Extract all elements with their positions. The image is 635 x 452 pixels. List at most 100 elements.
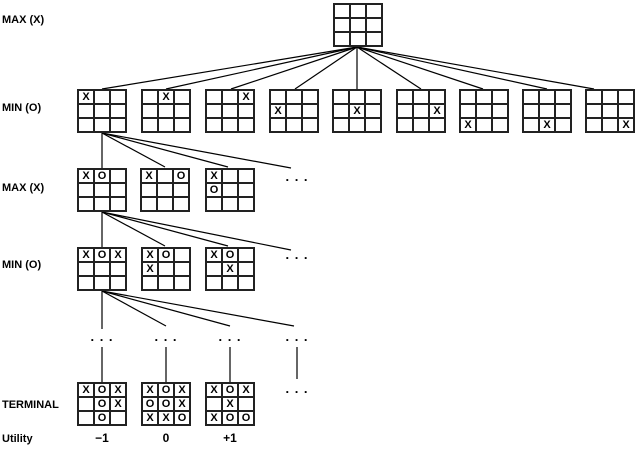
level-label-max-1: MAX (X): [2, 14, 45, 26]
board-cell: X: [158, 411, 174, 425]
board-cell: [78, 118, 94, 132]
level-label-min-2: MIN (O): [2, 259, 42, 271]
board-cell: X: [142, 248, 158, 262]
board-cell: [350, 32, 366, 46]
board-cell: [413, 104, 429, 118]
board-cell: [492, 90, 508, 104]
board-cell: [158, 104, 174, 118]
board-cell: [174, 90, 190, 104]
board-cell: [157, 197, 173, 211]
board-cell: O: [158, 397, 174, 411]
level2-board-8: X: [522, 89, 572, 133]
board-cell: [110, 411, 126, 425]
level2-board-3: X: [205, 89, 255, 133]
board-cell: [158, 276, 174, 290]
mid-ellipsis-1: . . .: [90, 329, 114, 344]
board-cell: [539, 104, 555, 118]
board-cell: [539, 90, 555, 104]
board-cell: [476, 104, 492, 118]
board-cell: X: [78, 383, 94, 397]
board-cell: [158, 118, 174, 132]
utility-value-3: +1: [223, 431, 237, 445]
board-cell: X: [222, 262, 238, 276]
board-cell: [238, 104, 254, 118]
board-cell: [206, 90, 222, 104]
board-cell: [302, 118, 318, 132]
board-cell: [413, 90, 429, 104]
board-cell: [206, 397, 222, 411]
board-cell: [142, 90, 158, 104]
board-cell: X: [78, 90, 94, 104]
board-cell: X: [142, 383, 158, 397]
board-cell: O: [174, 411, 190, 425]
board-cell: X: [270, 104, 286, 118]
level-label-max-2: MAX (X): [2, 182, 45, 194]
board-cell: X: [222, 397, 238, 411]
board-cell: [413, 118, 429, 132]
board-cell: [429, 90, 445, 104]
board-cell: X: [206, 169, 222, 183]
board-cell: [397, 104, 413, 118]
board-cell: O: [222, 383, 238, 397]
board-cell: [333, 90, 349, 104]
board-cell: [173, 183, 189, 197]
board-cell: [349, 90, 365, 104]
board-cell: O: [94, 383, 110, 397]
board-cell: [174, 248, 190, 262]
board-cell: [523, 104, 539, 118]
level2-board-1: X: [77, 89, 127, 133]
board-cell: X: [206, 248, 222, 262]
utility-value-2: 0: [162, 431, 170, 445]
level2-board-2: X: [141, 89, 191, 133]
root-board: [333, 3, 383, 47]
board-cell: [222, 169, 238, 183]
board-cell: [586, 118, 602, 132]
board-cell: [110, 262, 126, 276]
board-cell: [222, 197, 238, 211]
board-cell: [174, 276, 190, 290]
board-cell: [555, 104, 571, 118]
board-cell: [78, 276, 94, 290]
board-cell: [238, 183, 254, 197]
board-cell: [110, 197, 126, 211]
level-label-terminal: TERMINAL: [2, 399, 59, 411]
board-cell: [94, 183, 110, 197]
board-cell: [206, 197, 222, 211]
board-cell: X: [142, 411, 158, 425]
board-cell: [222, 183, 238, 197]
board-cell: [110, 169, 126, 183]
board-cell: [78, 411, 94, 425]
mid-ellipsis-2: . . .: [154, 329, 178, 344]
board-cell: [78, 262, 94, 276]
board-cell: [586, 104, 602, 118]
terminal-ellipsis: . . .: [285, 381, 309, 396]
board-cell: [94, 262, 110, 276]
board-cell: X: [460, 118, 476, 132]
board-cell: [142, 118, 158, 132]
level2-board-5: X: [332, 89, 382, 133]
board-cell: [602, 90, 618, 104]
board-cell: [602, 118, 618, 132]
board-cell: X: [158, 90, 174, 104]
board-cell: X: [174, 383, 190, 397]
board-cell: [429, 118, 445, 132]
board-cell: [492, 118, 508, 132]
board-cell: [174, 262, 190, 276]
board-cell: [602, 104, 618, 118]
board-cell: [302, 90, 318, 104]
level2-board-9: X: [585, 89, 635, 133]
board-cell: [206, 276, 222, 290]
board-cell: [238, 169, 254, 183]
board-cell: X: [141, 169, 157, 183]
board-cell: [78, 197, 94, 211]
level2-board-6: X: [396, 89, 446, 133]
board-cell: [141, 197, 157, 211]
board-cell: [366, 18, 382, 32]
board-cell: [555, 90, 571, 104]
board-cell: X: [142, 262, 158, 276]
